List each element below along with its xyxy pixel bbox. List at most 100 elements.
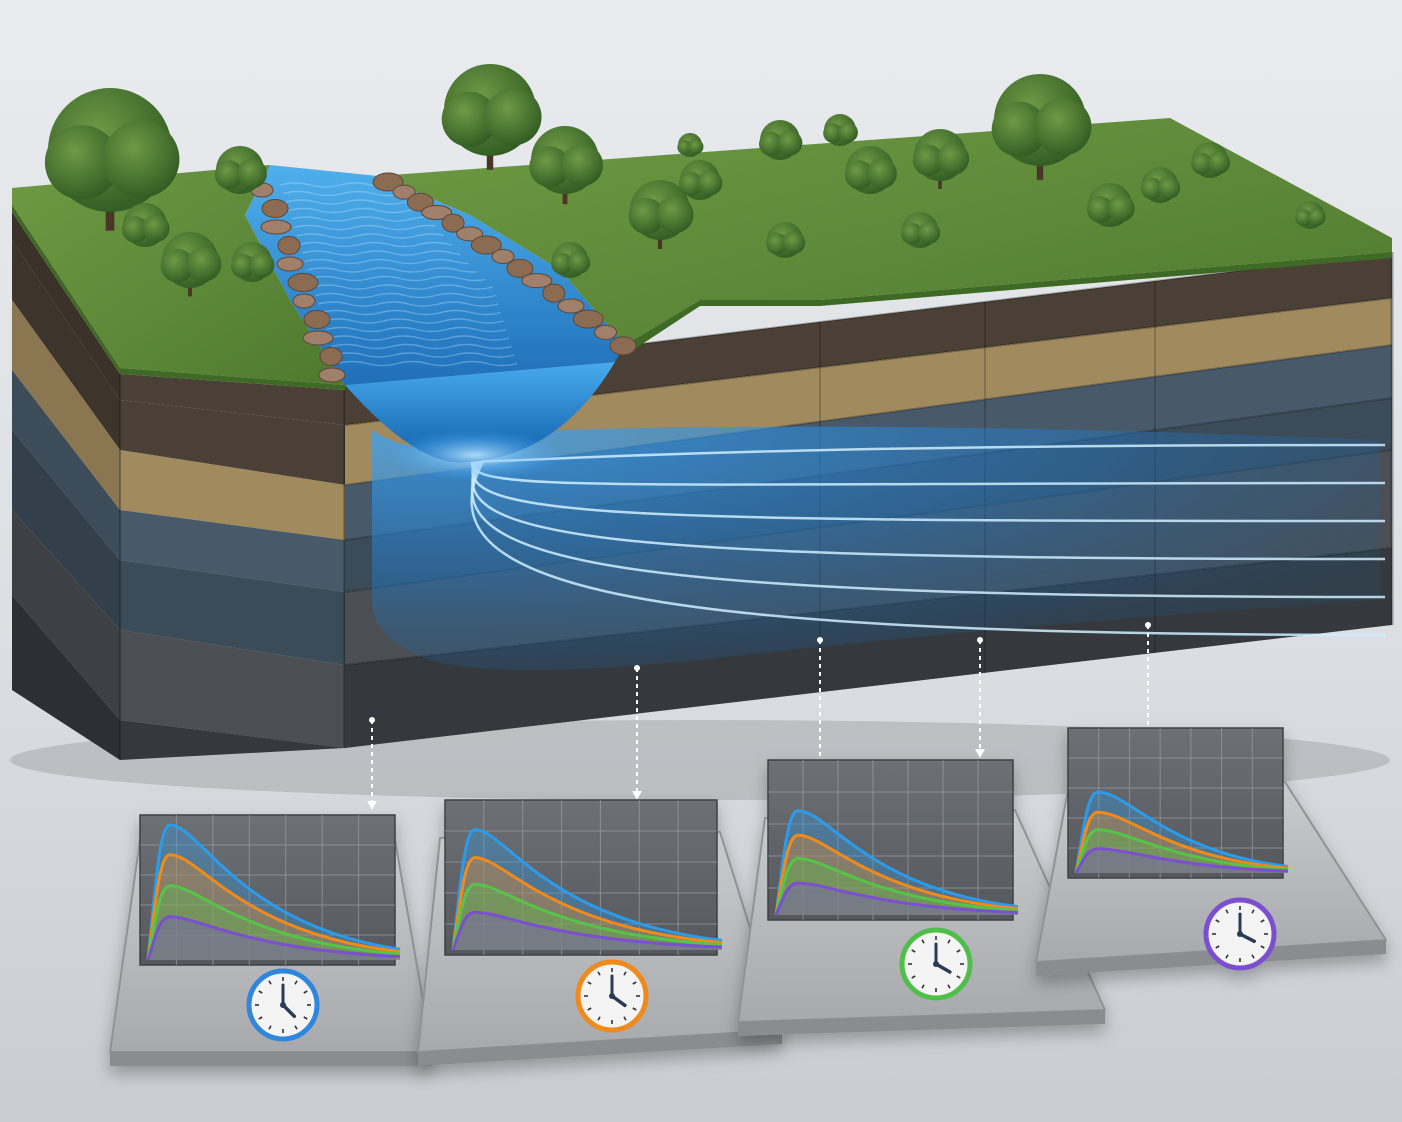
stone — [276, 256, 304, 272]
grass-surface — [12, 118, 1392, 390]
monitoring-stations — [109, 727, 1387, 1066]
river-ripple — [291, 216, 472, 222]
concentration-curve — [451, 882, 723, 951]
concentration-curve — [146, 915, 401, 961]
concentration-curve — [774, 833, 1019, 916]
arrow-head — [975, 749, 985, 758]
clock-icon — [1203, 897, 1277, 971]
concentration-curve — [1074, 790, 1289, 874]
river-ripple — [326, 326, 507, 333]
flow-line — [471, 457, 1386, 599]
clock-icon — [899, 927, 973, 1001]
tree — [991, 74, 1092, 180]
left-front-layer — [120, 374, 345, 425]
left-front-layer — [120, 510, 345, 592]
concentration-curve — [146, 853, 401, 961]
concentration-curve — [774, 809, 1019, 916]
tree — [529, 126, 604, 205]
station-3 — [737, 759, 1106, 1036]
river-ripple — [320, 309, 502, 316]
station-2 — [417, 799, 783, 1066]
river-ripple — [288, 207, 469, 214]
river-ripple — [328, 335, 510, 341]
tree — [441, 64, 542, 170]
left-front-layer — [120, 720, 345, 760]
stone — [491, 249, 515, 265]
river-ripple — [334, 352, 515, 358]
tree — [551, 242, 591, 278]
stone — [421, 205, 453, 221]
concentration-curve-fill — [1076, 848, 1288, 873]
river-ripple — [301, 250, 483, 256]
river-ripples — [280, 182, 518, 367]
river-ripple — [331, 343, 512, 350]
concentration-curve-fill — [453, 912, 722, 950]
concentration-curve — [451, 910, 723, 951]
stone — [292, 293, 316, 309]
tree — [759, 120, 803, 160]
tree — [1141, 167, 1181, 203]
stone — [441, 213, 465, 233]
clock-icon — [575, 959, 649, 1033]
river-ripple — [309, 275, 491, 282]
station-4 — [1035, 727, 1387, 976]
tree — [628, 180, 694, 249]
tree — [1086, 183, 1135, 227]
stone — [287, 273, 319, 292]
river-ripple — [307, 267, 488, 273]
station-base-edge — [418, 1030, 782, 1066]
tree — [214, 146, 267, 194]
stone — [392, 184, 416, 200]
tree — [912, 129, 970, 189]
left-face-layer — [12, 370, 120, 560]
concentration-curve — [1074, 810, 1289, 874]
river-ripple — [312, 284, 493, 290]
stone — [261, 199, 289, 218]
block-left-face — [12, 212, 347, 760]
left-front-layer — [120, 630, 345, 748]
tree — [766, 222, 806, 258]
stone — [594, 324, 618, 340]
left-face-layer — [12, 240, 120, 450]
left-face-layer — [12, 212, 120, 400]
river-surface — [245, 165, 625, 385]
stone — [542, 283, 566, 303]
tree — [823, 114, 858, 146]
stone — [277, 236, 301, 255]
river-ripple — [296, 233, 477, 239]
river-ripple — [304, 258, 485, 265]
clock-icon — [246, 968, 320, 1042]
stone — [506, 258, 534, 278]
concentration-curve — [451, 828, 723, 951]
tree — [121, 203, 170, 247]
flow-line — [471, 457, 1386, 561]
tree — [1191, 142, 1231, 178]
stone — [456, 226, 484, 242]
stone — [260, 219, 292, 235]
station-base-edge — [1036, 940, 1386, 976]
groundwater-plume — [372, 426, 1380, 670]
stone — [609, 336, 637, 356]
river-ripple — [282, 190, 464, 197]
station-1 — [109, 814, 433, 1066]
river-glow — [385, 430, 565, 480]
river-ripple — [336, 360, 518, 367]
stone — [319, 347, 343, 366]
stone — [557, 298, 585, 314]
trees — [44, 64, 1326, 297]
tree — [231, 242, 275, 282]
left-face-layer — [12, 510, 120, 720]
stone — [521, 273, 553, 289]
concentration-curve — [146, 884, 401, 961]
stone — [303, 310, 331, 329]
left-face-layer — [12, 430, 120, 630]
left-face-layer — [12, 300, 120, 510]
tree — [901, 212, 941, 248]
left-front-layer — [120, 400, 345, 485]
river-ripple — [315, 292, 496, 299]
station-base-edge — [110, 1052, 432, 1066]
riverbank-stones — [250, 172, 637, 383]
tree — [679, 160, 723, 200]
concentration-curve — [146, 823, 401, 961]
